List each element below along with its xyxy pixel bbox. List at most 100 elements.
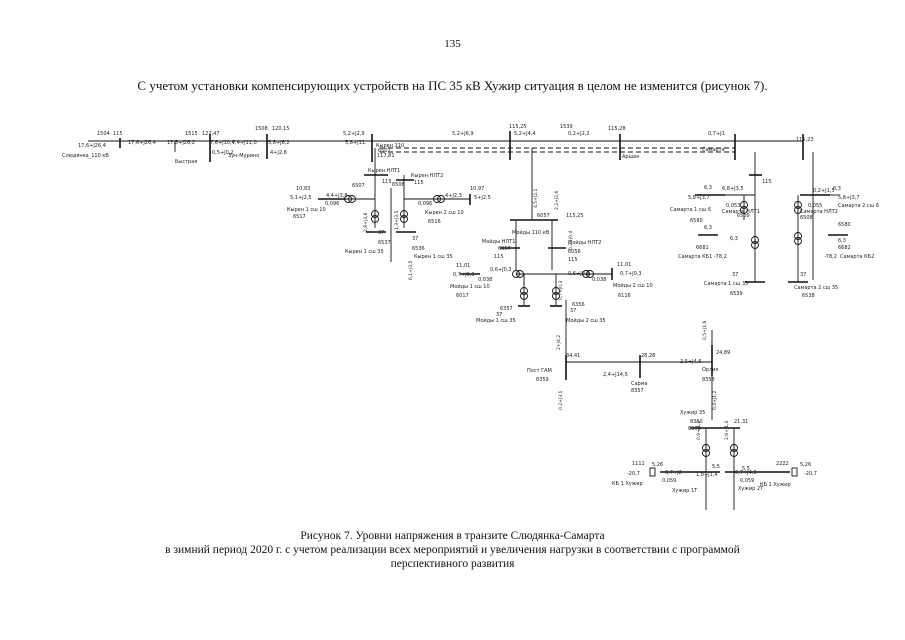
diagram-label: 6057 (498, 246, 511, 252)
diagram-label: 6516 (428, 219, 441, 225)
diagram-label: 6057 (537, 213, 550, 219)
diagram-label: Пост ГАМ (527, 368, 552, 374)
diagram-label: -20,7 (627, 471, 640, 477)
diagram-label: 34,41 (566, 353, 580, 359)
diagram-label: 1,3+J3,5 (394, 210, 400, 230)
diagram-label: Аршан (622, 154, 640, 160)
diagram-label: Зун-Мурино (228, 153, 259, 159)
diagram-label: 24,89 (716, 350, 730, 356)
diagram-label: 120,15 (272, 126, 290, 132)
diagram-label: 17,5+J26,2 (167, 140, 195, 146)
diagram-label: 0,053 (726, 203, 740, 209)
diagram-label: 1,8+J1,4 (696, 472, 718, 478)
diagram-label: 8359 (536, 377, 549, 383)
diagram-label: 7,6+J10,4 (210, 140, 235, 146)
diagram-label: Самарта 1 сш 6 (670, 207, 711, 213)
diagram-label: Хужир 1Т (672, 488, 698, 494)
diagram-label: 0,7+J0,3 (558, 280, 564, 300)
diagram-label: 115 (494, 254, 504, 260)
diagram-label: 17,6+J26,4 (78, 143, 106, 149)
diagram-label: 5,8+J6,2 (268, 140, 290, 146)
diagram-label: КБ 1 Хужир (760, 482, 791, 488)
diagram-label: 6,8+J3,5 (722, 186, 744, 192)
diagram-label: 6538 (802, 293, 815, 299)
diagram-label: 115,25 (566, 213, 584, 219)
diagram-label: Мойды НЛТ2 (568, 239, 601, 246)
diagram-label: 6509 (737, 213, 750, 219)
diagram-lines (88, 131, 848, 510)
diagram-label: Мойды 2 сш 35 (566, 317, 606, 324)
diagram-label: 6536 (412, 246, 425, 252)
diagram-label: Кырен НЛТ2 (411, 173, 443, 179)
diagram-label: 37 (732, 272, 738, 278)
diagram-label: Самарта НЛТ1 (722, 209, 760, 215)
diagram-label: 0,7+J0,3 (620, 271, 642, 277)
diagram-label: 5,2+J2,9 (343, 131, 365, 137)
diagram-label: 2+J4,2 (556, 335, 562, 350)
diagram-label: 6356 (572, 302, 585, 308)
diagram-label: Мойды НЛТ1 (482, 238, 515, 245)
diagram-label: 5,26 (652, 462, 663, 468)
diagram-label: 115 (113, 131, 123, 137)
diagram-label: 115,28 (608, 126, 626, 132)
diagram-label: 8350 (688, 426, 701, 432)
diagram-label: Самарта 2 сш 6 (838, 203, 879, 209)
diagram-label: 17,6+J26,4 (128, 140, 156, 146)
diagram-label: 2,5+J4,6 (680, 359, 702, 365)
diagram-label: 37 (496, 312, 502, 318)
diagram-label: 0,5+J1,6 (702, 320, 708, 340)
diagram-label: Хужир 2Т (738, 486, 764, 492)
diagram-label: 6580 (690, 218, 703, 224)
diagram-label: 11,01 (617, 262, 631, 268)
diagram-label: -20,7 (804, 471, 817, 477)
diagram-label: Самарта НЛТ2 (800, 209, 838, 215)
diagram-label: 0,096 (325, 201, 339, 207)
diagram-label: 115,23 (796, 137, 814, 143)
diagram-label: 0,6+J0,3 (568, 271, 590, 277)
diagram-label: 37 (412, 236, 418, 242)
diagram-label: 0,7+J0,3 (453, 272, 475, 278)
diagram-label: 1504 (97, 131, 110, 137)
diagram-label: 0,7+J2 (665, 470, 682, 476)
diagram-label: 6539 (730, 291, 743, 297)
diagram-label: 1515 (185, 131, 198, 137)
diagram-label: 37 (570, 308, 576, 314)
diagram-label: 37 (800, 272, 806, 278)
diagram-label: 0,2+J2,2 (568, 131, 590, 137)
diagram-label: Кырен 1 сш 35 (414, 254, 453, 260)
diagram-label: 6,3 (704, 225, 712, 231)
diagram-label: 0,059 (662, 478, 676, 484)
diagram-label: Быстрая (175, 159, 197, 165)
diagram-label: 5,1+J2,5 (290, 195, 312, 201)
diagram-label: 0,2+J1,5 (813, 188, 835, 194)
diagram-label: 5,8+J3,7 (688, 195, 710, 201)
diagram-label: 0,7+J4,3 (735, 470, 757, 476)
diagram-rotated-labels: 2,8+J3,8 1,3+J3,5 6,1+J3,5 4,5+J2,1 2,2+… (363, 188, 730, 440)
diagram-label: 5,8+J3,7 (838, 195, 860, 201)
diagram-label: 0,038 (592, 277, 606, 283)
diagram-label: 1508 (255, 126, 268, 132)
diagram-label: 2222 (776, 461, 789, 467)
diagram-label: 6,3 (833, 186, 841, 192)
diagram-label: 0,4+J1,2 (712, 390, 718, 410)
diagram-label: 4,5+J2,1 (533, 188, 539, 208)
diagram-label: Самарта 1 сш 35 (704, 281, 748, 287)
diagram-label: 4+J2,3 (445, 193, 462, 199)
diagram-label: 2,8+J3,8 (363, 212, 369, 232)
diagram-label: 115,25 (509, 124, 527, 130)
diagram-label: Кырен 110 (376, 143, 404, 149)
diagram-label: 5,2+J4,4 (514, 131, 536, 137)
diagram-label: 115 (382, 179, 392, 185)
diagram-label: 0,6+J0,3 (490, 267, 512, 273)
diagram-label: Кырен 2 сш 10 (425, 210, 464, 216)
diagram-label: 117,81 (377, 153, 395, 159)
diagram-label: 6517 (293, 214, 306, 220)
diagram-label: Сарма (631, 381, 648, 387)
diagram-label: 37 (378, 230, 384, 236)
diagram-label: 28,28 (641, 353, 655, 359)
diagram-label: Кырен 1 сш 10 (287, 207, 326, 213)
diagram-labels: 1504 115 17,6+J26,4 Слюдянка_110 кВ 17,6… (62, 124, 879, 494)
diagram-label: Кырен НЛТ1 (368, 168, 400, 174)
diagram-label: 6507 (378, 148, 391, 154)
diagram-label: 6056 (568, 249, 581, 255)
